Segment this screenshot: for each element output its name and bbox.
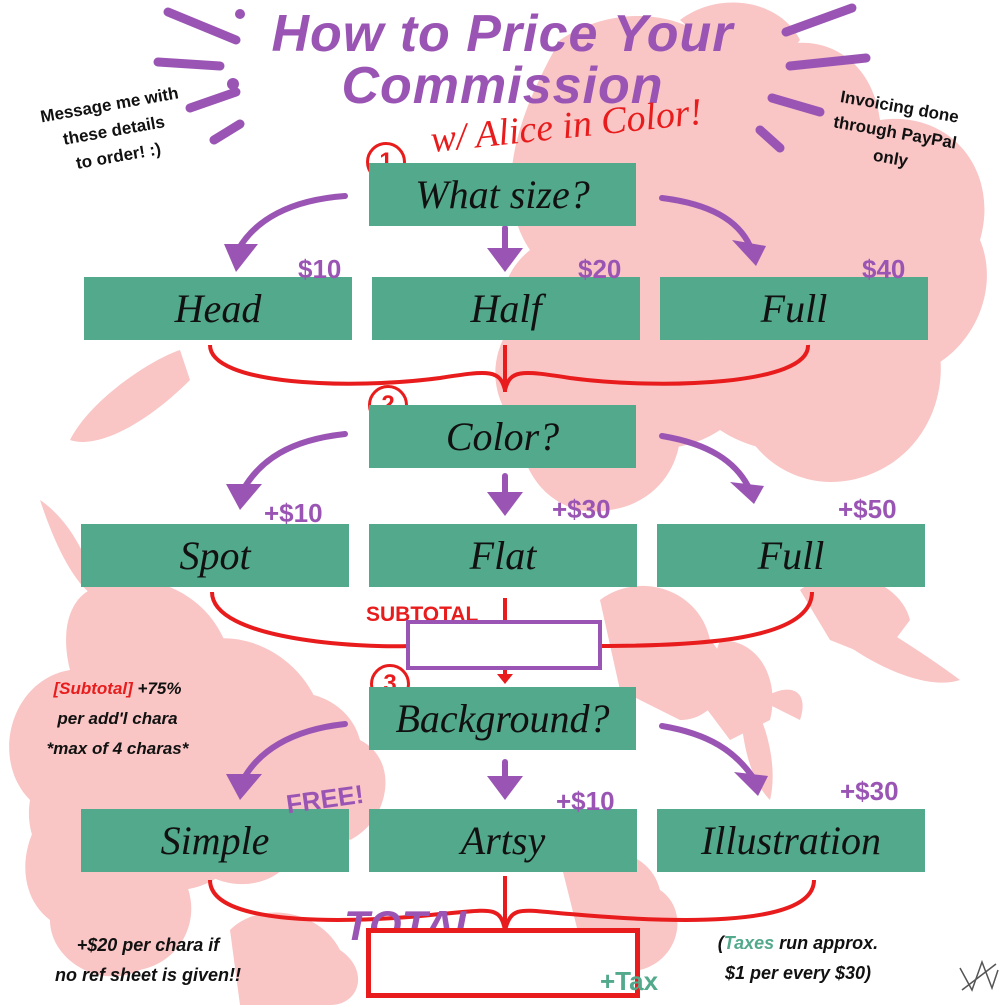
total-box: [366, 928, 640, 998]
size-option-head: Head: [84, 277, 352, 340]
subtotal-tag: [Subtotal]: [53, 679, 133, 698]
color-option-spot: Spot: [81, 524, 349, 587]
tax-note-line-2: $1 per every $30): [724, 963, 872, 983]
extra-chara-line-3: *max of 4 charas*: [46, 739, 189, 758]
title-line-1: How to Price Your: [271, 5, 734, 63]
tax-note-rest: run approx.: [774, 933, 879, 953]
size-option-full: Full: [660, 277, 928, 340]
size-price-head: $10: [298, 254, 342, 284]
tax-note-line-1: (Taxes run approx.: [678, 928, 918, 958]
step-1-question-box: What size?: [369, 163, 636, 226]
subtotal-box: [406, 620, 602, 670]
background-price-artsy: +$10: [556, 786, 615, 816]
step-2-question-box: Color?: [369, 405, 636, 468]
tax-note-open: (: [717, 933, 724, 953]
color-option-flat: Flat: [369, 524, 637, 587]
ref-sheet-note: +$20 per chara if no ref sheet is given!…: [8, 930, 288, 990]
color-price-flat: +$30: [552, 494, 611, 524]
extra-chara-line-1: [Subtotal] +75%: [0, 674, 235, 704]
extra-chara-line-2: per add'l chara: [57, 709, 178, 728]
ref-sheet-line-2: no ref sheet is given!!: [54, 965, 242, 985]
color-option-full: Full: [657, 524, 925, 587]
extra-character-note: [Subtotal] +75% per add'l chara *max of …: [0, 674, 235, 764]
extra-chara-percent: +75%: [137, 679, 182, 698]
ref-sheet-line-1: +$20 per chara if: [76, 935, 220, 955]
title-line-2: Commission: [341, 57, 664, 115]
taxes-word: Taxes: [723, 933, 775, 953]
tax-label: +Tax: [600, 966, 659, 996]
size-option-half: Half: [372, 277, 640, 340]
color-price-spot: +$10: [264, 498, 323, 528]
background-price-illustration: +$30: [840, 776, 899, 806]
background-option-artsy: Artsy: [369, 809, 637, 872]
size-price-half: $20: [578, 254, 622, 284]
step-3-question-box: Background?: [369, 687, 636, 750]
color-price-full: +$50: [838, 494, 897, 524]
background-option-illustration: Illustration: [657, 809, 925, 872]
size-price-full: $40: [862, 254, 906, 284]
background-option-simple: Simple: [81, 809, 349, 872]
tax-note: (Taxes run approx. $1 per every $30): [678, 928, 918, 988]
